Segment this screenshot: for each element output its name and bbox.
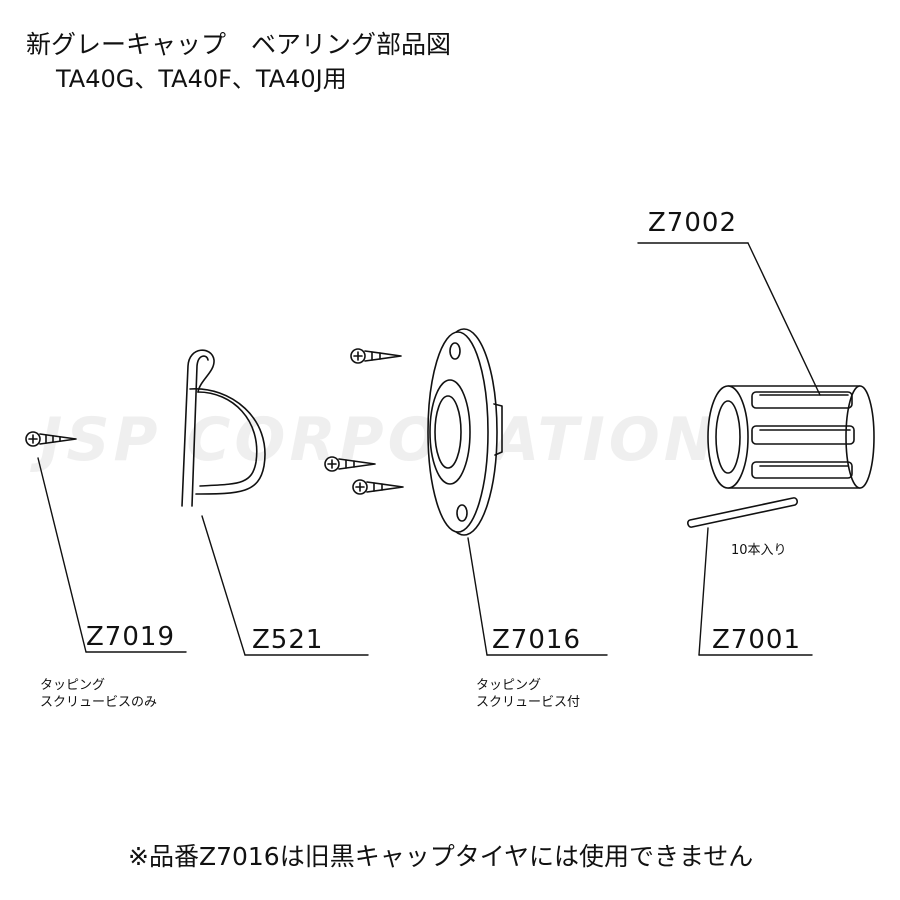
bearing-cage-z7002-icon [707,385,875,489]
part-note-z7019-line2: スクリュービスのみ [40,695,158,710]
screw-middle-icon [324,456,376,472]
leader-lines [37,242,821,656]
page-title: 新グレーキャップ ベアリング部品図 [26,30,452,59]
flange-z7016-icon [427,328,503,536]
part-note-z7019-line1: タッピング [40,678,106,693]
part-label-z7001: Z7001 [712,625,801,655]
watermark: JSP CORPORATION [40,405,718,475]
clip-z521-icon [181,349,266,507]
screw-top-icon [350,348,402,364]
part-note-z7016-line1: タッピング [476,678,542,693]
needle-pin-z7001-icon [687,497,798,528]
part-label-z7002: Z7002 [648,208,737,238]
part-label-z7016: Z7016 [492,625,581,655]
screw-bottom-icon [352,479,404,495]
screw-z7019-icon [25,431,77,447]
part-label-z7019: Z7019 [86,622,175,652]
part-label-z521: Z521 [252,625,324,655]
page-subtitle: TA40G、TA40F、TA40J用 [56,65,347,93]
part-note-z7016-line2: スクリュービス付 [476,695,581,710]
part-note-z7001: 10本入り [731,543,787,558]
footer-note: ※品番Z7016は旧黒キャップタイヤには使用できません [128,842,754,871]
